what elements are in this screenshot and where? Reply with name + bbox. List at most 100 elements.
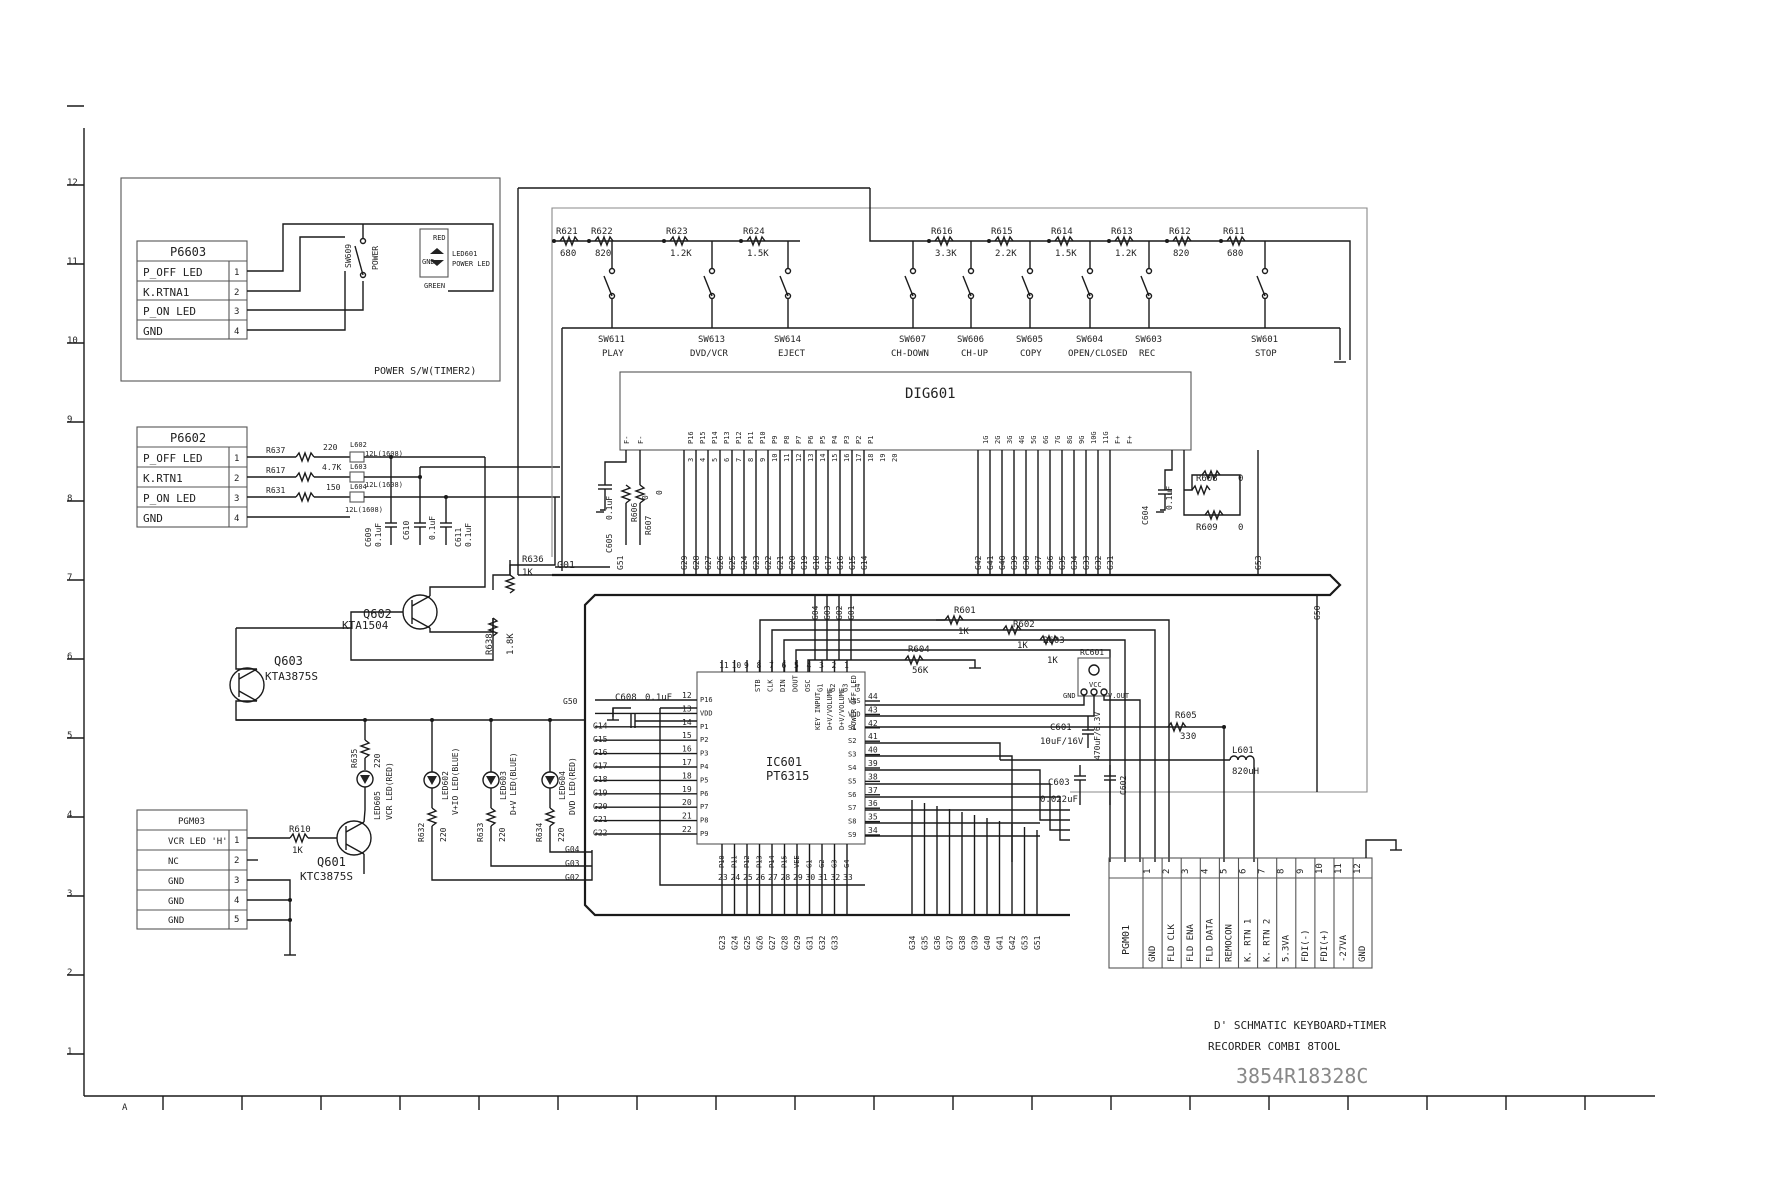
- dig601-net: G22: [764, 555, 773, 570]
- r633-ref: R633: [476, 823, 485, 842]
- ic601-pin-name: P16: [700, 696, 713, 704]
- r617-val: 4.7K: [322, 463, 341, 472]
- led602-ref: LED602: [441, 771, 450, 800]
- power-switch-caption: POWER S/W(TIMER2): [374, 366, 476, 377]
- dig601-pin-num: 15: [831, 454, 839, 462]
- led601-ref: LED601: [452, 250, 477, 258]
- ic601-bottom-net: G25: [743, 935, 752, 950]
- pgm01-pin-label: REMOCON: [1224, 924, 1234, 962]
- ic601-pin-name: P2: [700, 736, 708, 744]
- dig601-pin-name: P7: [795, 436, 803, 444]
- ic601-pin-num: 31: [818, 873, 828, 882]
- ic601-bottom-net: G41: [996, 935, 1005, 950]
- dig601-net: G42: [974, 555, 983, 570]
- ic601-pin-name: P13: [756, 855, 764, 868]
- dig601-net: G31: [1106, 555, 1115, 570]
- dig601-net: G41: [986, 555, 995, 570]
- q603-ref: Q603: [274, 654, 303, 668]
- ic601-pin-name: P8: [700, 817, 708, 825]
- dig601-net: G20: [788, 555, 797, 570]
- p6603-pin2-label: K.RTNA1: [143, 286, 189, 299]
- dig601-net: G17: [824, 555, 833, 570]
- r609-ref: R609: [1196, 523, 1218, 533]
- dig601-pin-name: 10G: [1090, 431, 1098, 444]
- ic601-bottom-net: G36: [933, 935, 942, 950]
- dig601-pin-name: 4G: [1018, 436, 1026, 444]
- dig601-pin-num: 8: [747, 458, 755, 462]
- c611-ref: C611: [454, 528, 463, 547]
- dig601-net: G25: [728, 555, 737, 570]
- ic601-pin-num: 42: [868, 719, 878, 728]
- c602-val: 470uF/6.3V: [1093, 712, 1102, 760]
- keyboard-switches: SW611PLAYSW613DVD/VCRSW614EJECTSW607CH-D…: [598, 241, 1278, 359]
- pgm01-pin-label: FDI(-): [1301, 929, 1311, 962]
- ic601-top-net: G02: [835, 605, 844, 620]
- dig601-pin-num: 4: [699, 458, 707, 462]
- frame-row-label: 3: [67, 889, 72, 899]
- ic601-internal-label: D+V/VOLUME: [826, 688, 834, 730]
- ic601-pin-name: S5: [848, 777, 856, 785]
- c611-val: 0.1uF: [464, 523, 473, 547]
- dig601-pin-name: P14: [711, 431, 719, 444]
- ic601-left-net: G15: [593, 735, 608, 744]
- pgm01-pin-label: K. RTN 2: [1263, 919, 1273, 962]
- ic601-pin-num: 22: [682, 825, 692, 834]
- dig601-pin-num: 5: [711, 458, 719, 462]
- kb-resistor-val: 1.5K: [747, 249, 769, 259]
- led601-red: RED: [433, 234, 446, 242]
- r635-ref: R635: [350, 749, 359, 768]
- switch-name: STOP: [1255, 349, 1277, 359]
- c608-val: 0.1uF: [645, 693, 672, 703]
- kb-resistor-val: 1.5K: [1055, 249, 1077, 259]
- led604-label: DVD LED(RED): [568, 757, 577, 815]
- dig601-pin-name: P13: [723, 431, 731, 444]
- c604-val: 0.1uF: [1165, 486, 1174, 510]
- ic601-pin-num: 12: [682, 691, 692, 700]
- r636-val: 1K: [522, 568, 533, 578]
- dig601-pin-name: P2: [855, 436, 863, 444]
- transistor-network: Q602 KTA1504 R636 1K R638 1.8K Q603 KTA3…: [229, 457, 610, 883]
- p6602-connector: P6602 P_OFF LED K.RTN1 P_ON LED GND 1 2 …: [136, 426, 560, 547]
- kb-resistor-val: 820: [595, 249, 611, 259]
- ic601-pin-num: 13: [682, 704, 692, 713]
- ic601-pin-name: P11: [731, 855, 739, 868]
- ic601-ref: IC601: [766, 755, 802, 769]
- pgm01-pin-num: 9: [1296, 869, 1306, 874]
- p6603-pin3-num: 3: [234, 307, 239, 317]
- ic601-left-net: G17: [593, 762, 608, 771]
- r607-val: 0: [655, 490, 664, 495]
- c609-ref: C609: [364, 528, 373, 547]
- ic601-bottom-net: G42: [1008, 935, 1017, 950]
- ic601-pin-num: 36: [868, 799, 878, 808]
- ic601-pin-name: G4: [854, 684, 862, 692]
- dig601-net: G15: [848, 555, 857, 570]
- switch-ref: SW606: [957, 335, 984, 345]
- ic601-pin-num: 30: [806, 873, 816, 882]
- q601-type: KTC3875S: [300, 870, 353, 883]
- ic601-pin-num: 10: [732, 661, 742, 670]
- kb-resistor-val: 820: [1173, 249, 1189, 259]
- led603-label: D+V LED(BLUE): [509, 752, 518, 815]
- dig601-pin-num: 10: [771, 454, 779, 462]
- kb-resistor-ref: R614: [1051, 227, 1073, 237]
- led-indicators: LED602 V+IO LED(BLUE) R632 220 LED603 D+…: [236, 718, 593, 882]
- r637-ref: R637: [266, 446, 285, 455]
- r631-val: 150: [326, 483, 341, 492]
- pgm01-pin-label: FLD CLK: [1167, 923, 1177, 962]
- ic601-pin-num: 41: [868, 732, 878, 741]
- switch-ref: SW601: [1251, 335, 1278, 345]
- r602-val: 1K: [1017, 641, 1028, 651]
- frame-col-ticks: [162, 1096, 1586, 1110]
- dig601-pin-num: 12: [795, 454, 803, 462]
- r607-ref: R607: [644, 516, 653, 535]
- ic601-bottom-net: G32: [818, 935, 827, 950]
- pgm01-pin-num: 6: [1239, 869, 1249, 874]
- dig601-net: G32: [1094, 555, 1103, 570]
- pgm03-connector: PGM03 VCR LED 'H' NC GND GND GND 1 2 3 4…: [136, 809, 296, 956]
- ic601-pin-num: 26: [756, 873, 766, 882]
- q601-ref: Q601: [317, 855, 346, 869]
- frame-row-label: 6: [67, 652, 72, 662]
- ic601-pin-name: VSS: [848, 697, 861, 705]
- frame-row-label: 11: [67, 257, 78, 267]
- ic601-pin-name: G1: [806, 860, 814, 868]
